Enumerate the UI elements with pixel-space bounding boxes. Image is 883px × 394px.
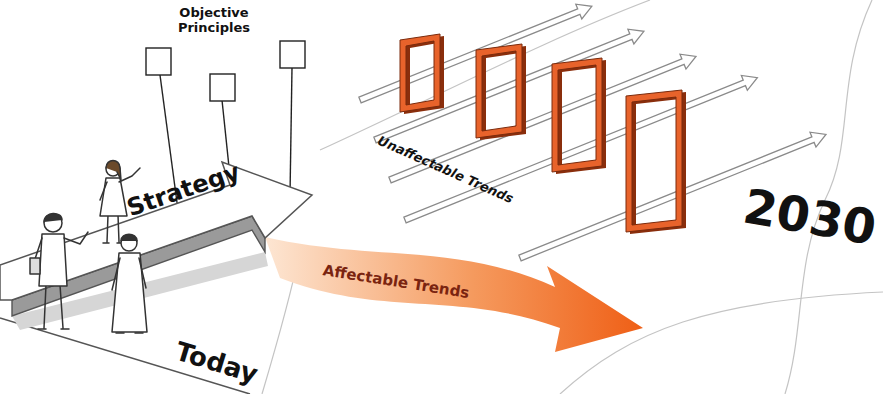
person [112,234,147,333]
person-legs [38,285,69,329]
hoop-frame [476,44,522,138]
person-robe [112,253,147,332]
hoops [400,34,686,234]
heading-label: Objective Principles [166,6,262,36]
sign-pole [290,68,292,195]
person-arm [100,182,107,200]
trend-arrow-shape [265,237,643,352]
person-hair [44,213,62,222]
person-hair [121,234,137,241]
hoop-frame [626,90,682,232]
hoop-frame [552,58,602,172]
sign-board [210,74,235,101]
person-head [44,214,62,232]
trend-arrow: Affectable Trends [255,232,655,357]
trend-arrow [402,70,760,227]
trend-label: Unaffectable Trends [375,134,515,207]
start-label: Today [172,337,262,390]
person-arm [112,258,146,290]
person-feet [116,332,143,334]
sign-board [146,48,171,75]
person-arm [64,232,88,244]
year-label: 2030 [739,178,880,256]
person-arm [119,168,140,182]
person-book [30,258,40,274]
strategy-arrow [0,162,312,300]
person-dress [100,178,127,216]
person [30,213,88,329]
person-torso [39,234,67,286]
person-legs [103,215,123,243]
sign-board [280,41,305,68]
person-hair [106,161,121,181]
person-head [121,235,137,251]
hoop-frame [400,34,440,112]
person [100,161,140,244]
